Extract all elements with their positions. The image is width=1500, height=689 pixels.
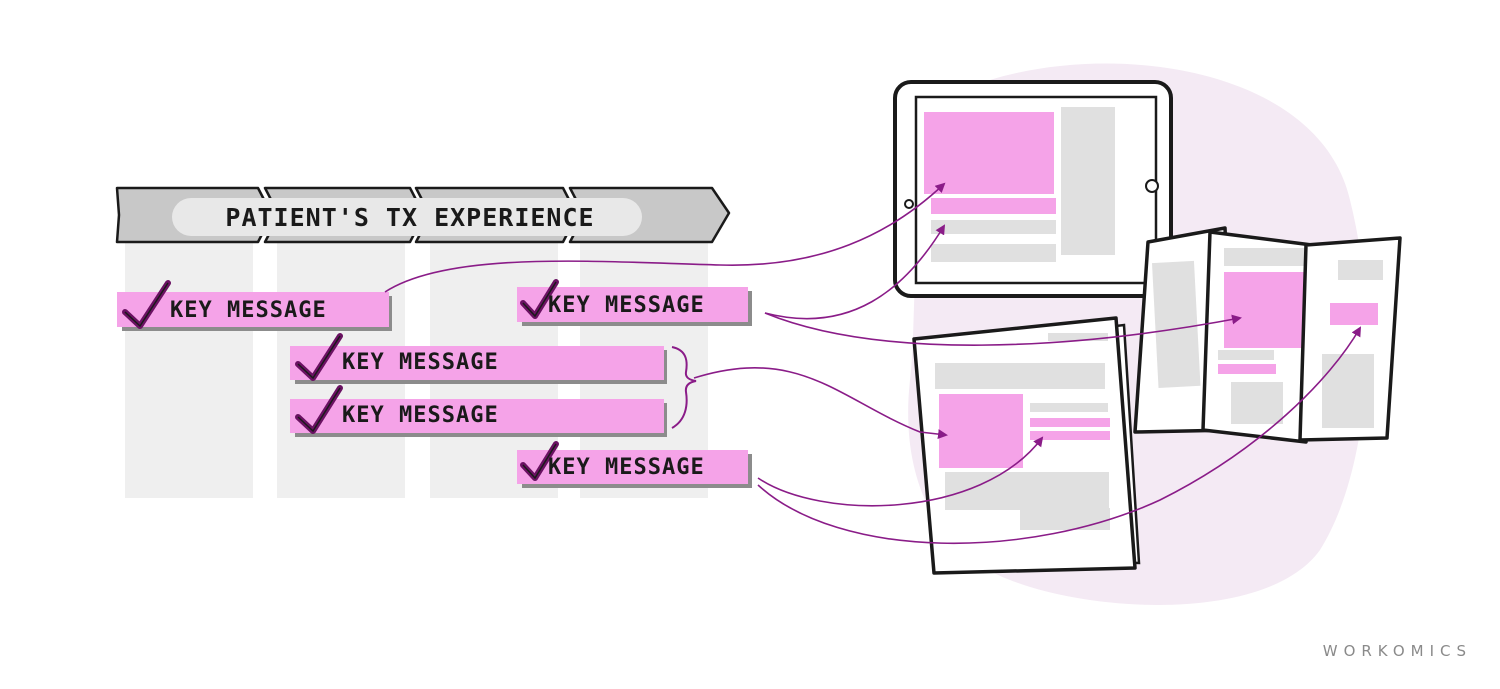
- key-message-5: KEY MESSAGE: [517, 441, 752, 488]
- key-message-label: KEY MESSAGE: [548, 455, 705, 480]
- key-message-1: KEY MESSAGE: [117, 280, 392, 331]
- arrow-km1-to-tablet-image: [384, 182, 946, 293]
- key-message-label: KEY MESSAGE: [342, 403, 499, 428]
- key-message-label: KEY MESSAGE: [548, 293, 705, 318]
- trifold-brochure: [1133, 226, 1402, 444]
- arrow-km2-to-tablet-banner: [764, 224, 946, 320]
- timeline-label: PATIENT'S TX EXPERIENCE: [225, 203, 594, 232]
- arrow-km5-to-brochure-panel: [757, 326, 1362, 545]
- timeline-label-pill: [172, 198, 642, 236]
- key-message-label: KEY MESSAGE: [170, 298, 327, 323]
- tablet-device: [893, 80, 1173, 298]
- tablet-home-button-icon: [1145, 179, 1159, 193]
- key-message-2: KEY MESSAGE: [517, 279, 752, 326]
- key-message-label: KEY MESSAGE: [342, 350, 499, 375]
- tablet-camera-icon: [904, 199, 914, 209]
- workomics-logo: WORKOMICS: [1323, 642, 1472, 660]
- key-message-4: KEY MESSAGE: [290, 385, 667, 437]
- arrow-brace-to-document-image: [693, 367, 948, 440]
- key-message-3: KEY MESSAGE: [290, 333, 667, 384]
- arrow-km2-to-brochure-image: [764, 312, 1242, 346]
- arrow-km5-to-document-text: [757, 436, 1044, 507]
- printed-document: [912, 316, 1141, 575]
- connector-arrows: [384, 182, 1362, 545]
- grouping-brace: [671, 346, 697, 429]
